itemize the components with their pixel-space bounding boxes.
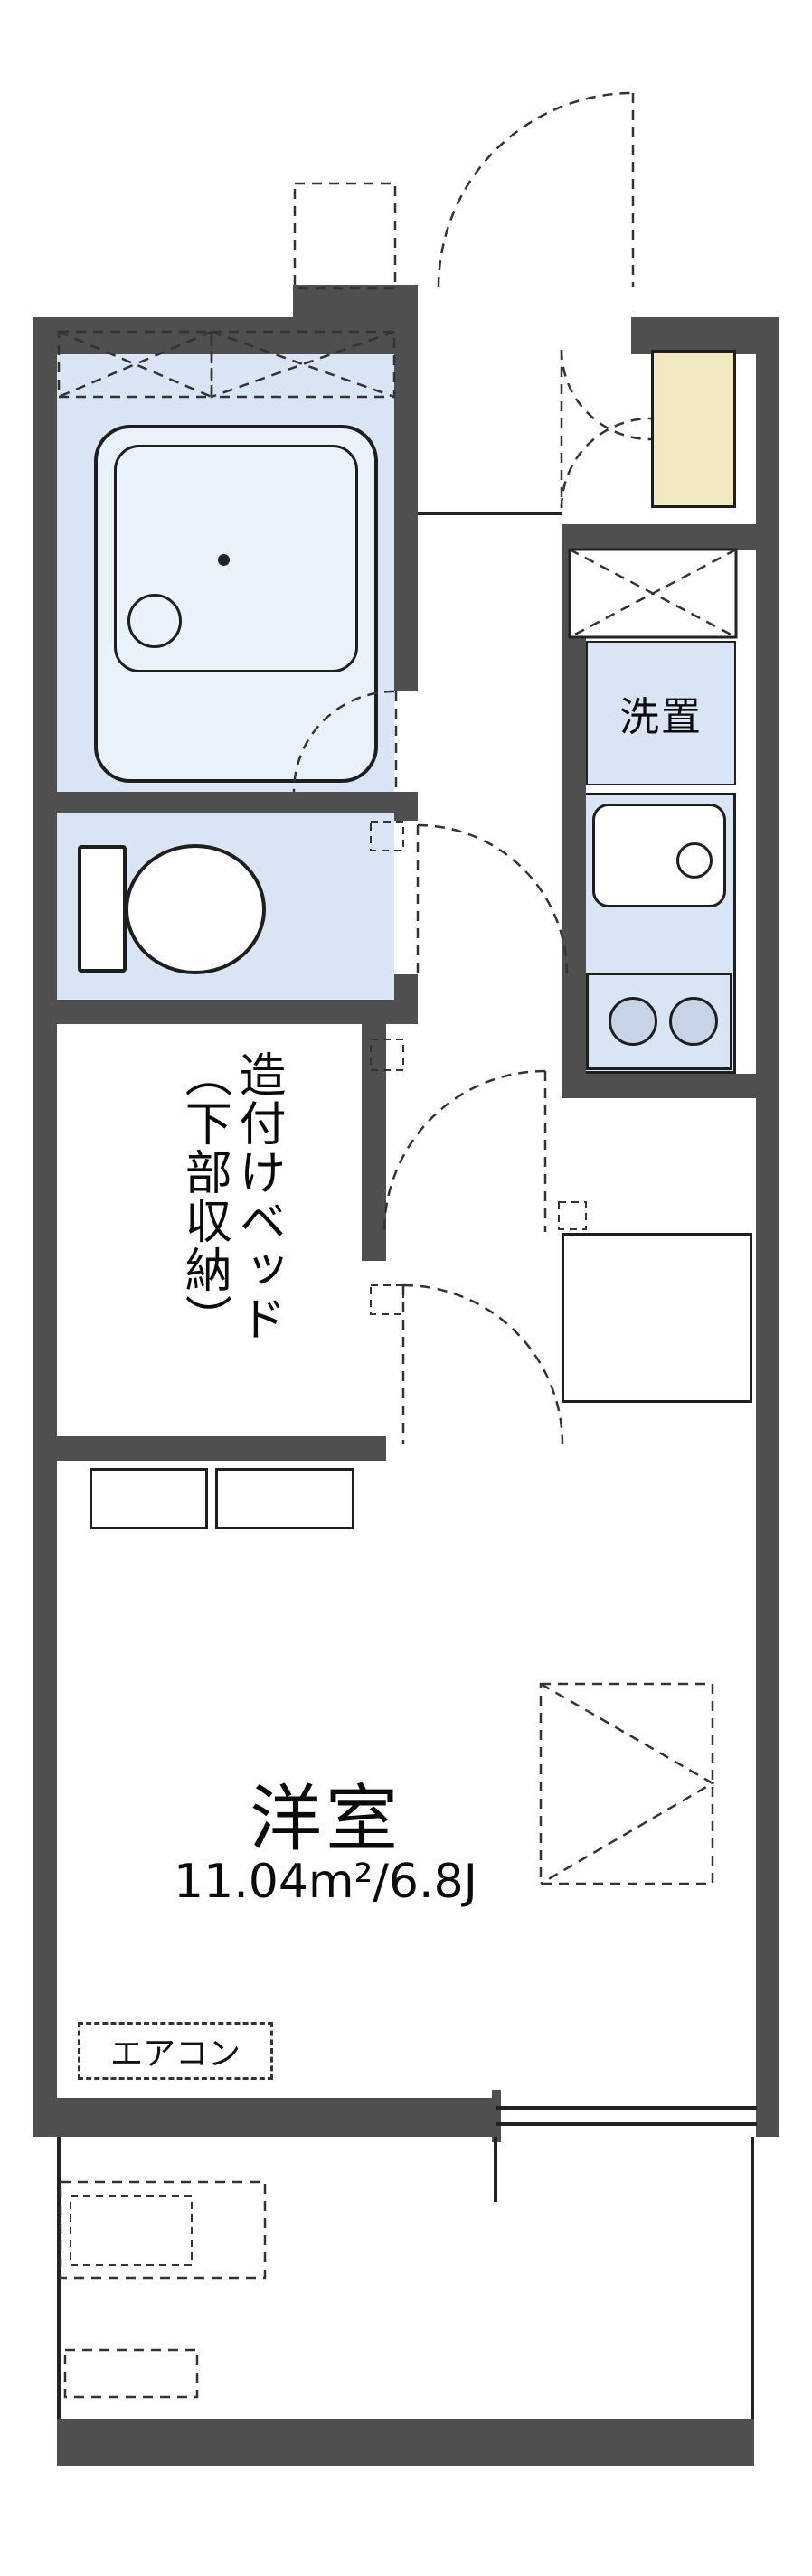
- toilet-bottom-wall: [57, 1000, 418, 1024]
- balcony-box: [63, 2348, 199, 2399]
- top-wall-right: [631, 317, 779, 354]
- bathtub-knob: [218, 554, 230, 566]
- toilet-tank: [78, 845, 127, 973]
- right-wall: [756, 317, 779, 2137]
- balcony-hatch-inner: [70, 2195, 193, 2266]
- laundry-area: [586, 641, 736, 785]
- room-size-label: 11.04m²/6.8J: [174, 1855, 477, 1909]
- washer-pan-box: [568, 548, 738, 639]
- bathtub-drain: [127, 594, 182, 648]
- entry-step-line: [418, 512, 562, 515]
- balcony-divider-line: [494, 2137, 497, 2202]
- aircon-label: エアコン: [109, 2035, 241, 2073]
- entrance-door-arc: [437, 91, 634, 288]
- balcony-right-line: [751, 2137, 754, 2419]
- kitchen-left-wall: [562, 524, 586, 1098]
- kitchen-faucet: [676, 842, 713, 879]
- hall-wall-upper: [394, 354, 418, 691]
- room-door-arc: [402, 1283, 564, 1445]
- bed-right-wall: [362, 1024, 386, 1261]
- closet-right: [215, 1468, 354, 1529]
- hall-wall-mid: [394, 792, 418, 821]
- shoe-door-arc-top: [560, 349, 652, 441]
- stove-burner-right: [669, 997, 718, 1046]
- toilet-bowl: [125, 844, 266, 974]
- balcony-bottom-wall: [57, 2419, 754, 2466]
- door-frame-c: [558, 1201, 587, 1230]
- meter-box: [293, 182, 397, 290]
- bathtub-inner: [114, 445, 358, 672]
- hall-door-arc: [382, 1069, 546, 1233]
- bed-storage-label: 造付けベッド（下部収納）: [176, 1050, 285, 1343]
- stove-burner-left: [609, 997, 657, 1046]
- window-symbol-box: [539, 1682, 714, 1885]
- aircon-box: エアコン: [78, 2022, 273, 2080]
- toilet-door-arc: [417, 823, 569, 975]
- closet-left: [90, 1468, 208, 1529]
- laundry-top-wall: [562, 524, 779, 550]
- window-divider-tick: [492, 2090, 501, 2142]
- door-frame-d: [370, 1284, 404, 1315]
- shoe-door-arc-bottom: [560, 417, 652, 509]
- top-wall-left: [33, 317, 295, 354]
- fridge-space: [562, 1233, 752, 1403]
- shoe-cabinet: [651, 350, 736, 508]
- window-line-outer: [496, 2106, 757, 2110]
- bottom-wall-left: [33, 2098, 496, 2137]
- washer-pan-cross: [569, 548, 737, 639]
- left-wall: [33, 317, 57, 2137]
- window-symbol-chevron: [540, 1682, 715, 1885]
- bed-bottom-wall: [57, 1436, 386, 1461]
- balcony-hatch-outer: [59, 2180, 267, 2280]
- room-name-label: 洋室: [250, 1777, 401, 1861]
- entry-wall-block: [293, 285, 418, 354]
- kitchen-bottom-wall: [562, 1074, 779, 1098]
- bath-toilet-wall: [57, 792, 394, 813]
- window-line-inner: [496, 2122, 757, 2126]
- laundry-label: 洗置: [619, 694, 703, 740]
- balcony-left-line: [57, 2137, 61, 2419]
